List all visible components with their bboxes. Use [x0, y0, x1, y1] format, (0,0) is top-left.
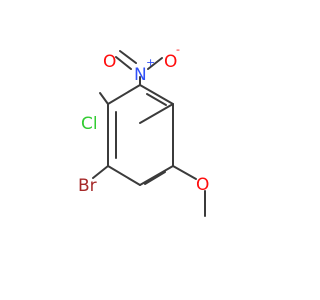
nitro-oxygen-single-charge: -: [176, 43, 180, 56]
n-o-single-bond: [147, 57, 163, 70]
benzene-ring: [107, 84, 174, 186]
nitro-oxygen-single-label: O: [164, 52, 177, 72]
c-cl-bond: [99, 92, 109, 105]
ring-bond-7: [139, 84, 174, 105]
c-br-bond: [92, 165, 109, 179]
ring-bond-3: [139, 165, 174, 186]
ring-inner-bond-1: [146, 93, 167, 106]
methoxy-oxygen-label: O: [196, 175, 209, 195]
chlorine-label: Cl: [81, 114, 98, 134]
c-o-bond: [172, 165, 197, 180]
ring-bond-6: [107, 84, 141, 105]
molecule-structure-diagram: Cl Br N + O O - O: [78, 43, 209, 217]
ring-inner-bond-2: [144, 171, 166, 185]
n-o-double-bond-b: [119, 50, 137, 64]
n-o-double-bond-a: [115, 56, 132, 70]
nitro-nitrogen-charge: +: [146, 56, 155, 69]
nitro-nitrogen-label: N: [134, 65, 147, 85]
ring-bond-1: [139, 103, 174, 124]
nitro-oxygen-double-label: O: [103, 52, 116, 72]
bromine-label: Br: [78, 176, 97, 196]
ring-bond-4: [107, 165, 141, 186]
